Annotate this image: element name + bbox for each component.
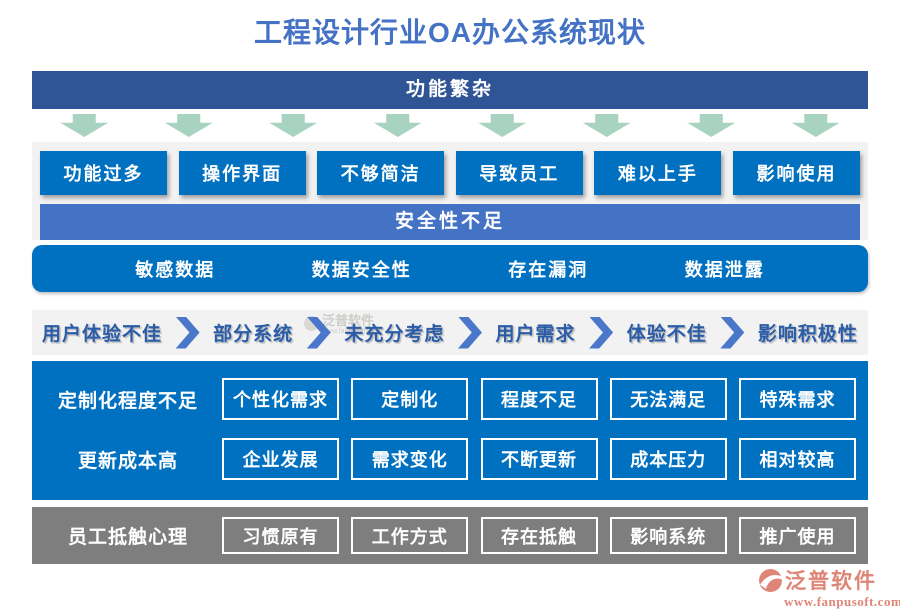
security-item: 敏感数据 [135,259,216,280]
flow-item: 影响积极性 [757,324,858,345]
row-label: 员工抵触心理 [67,527,188,548]
banner-function-complex: 功能繁杂 [32,71,868,109]
row-item: 程度不足 [480,378,598,420]
row-item: 定制化 [351,378,469,420]
flow-item: 用户需求 [495,324,576,345]
down-arrow-icon [687,114,736,137]
watermark-url: www.fanpusoft.com [322,328,383,335]
update-cost-row: 更新成本高 企业发展 需求变化 不断更新 成本压力 相对较高 [44,438,856,480]
resistance-block: 员工抵触心理 习惯原有 工作方式 存在抵触 影响系统 推广使用 [32,507,868,564]
row-item: 无法满足 [609,378,727,420]
function-item: 影响使用 [732,151,860,195]
chevron-right-icon [589,316,614,349]
row-label: 定制化程度不足 [57,390,198,412]
chevron-right-icon [175,316,200,349]
resistance-row: 员工抵触心理 习惯原有 工作方式 存在抵触 影响系统 推广使用 [44,517,856,554]
diagram-stack: 功能繁杂 功能过多 操作界面 不够简洁 导致员工 难以上手 影响使用 安全性不足… [32,71,868,564]
logo-url: www.fanpusoft.com [784,594,900,609]
row-item: 成本压力 [609,438,727,480]
watermark-text: 泛普软件 [322,313,375,328]
security-item: 数据泄露 [684,259,765,280]
row-item: 相对较高 [739,438,856,480]
row-item: 习惯原有 [222,517,339,554]
function-items-row: 功能过多 操作界面 不够简洁 导致员工 难以上手 影响使用 [40,151,860,195]
flow-item: 用户体验不佳 [42,324,163,345]
down-arrow-icon [269,114,318,137]
flow-item: 体验不佳 [626,324,707,345]
row-item: 推广使用 [739,517,856,554]
down-arrow-icon [164,114,213,137]
row-item: 企业发展 [222,438,339,480]
page-title: 工程设计行业OA办公系统现状 [253,17,646,48]
down-arrow-icon [582,114,631,137]
logo-text: 泛普软件 [785,570,877,593]
row-item: 影响系统 [609,517,727,554]
function-problems-section: 功能过多 操作界面 不够简洁 导致员工 难以上手 影响使用 安全性不足 [32,142,868,240]
arrow-row [32,109,868,142]
chevron-right-icon [720,316,745,349]
down-arrow-icon [478,114,527,137]
row-item: 需求变化 [351,438,469,480]
row-item: 不断更新 [480,438,598,480]
function-item: 难以上手 [594,151,722,195]
security-item: 数据安全性 [311,259,412,280]
flow-item: 未充分考虑 [344,324,445,345]
banner-security-insufficient: 安全性不足 [40,204,860,240]
chevron-right-icon [457,316,482,349]
flow-item: 部分系统 [213,324,294,345]
down-arrow-icon [791,114,840,137]
security-item: 存在漏洞 [508,259,589,280]
experience-flow-row: 泛普软件 www.fanpusoft.com 用户体验不佳 部分系统 未充分考虑… [32,310,868,355]
customization-row: 定制化程度不足 个性化需求 定制化 程度不足 无法满足 特殊需求 [44,378,856,420]
customization-update-block: 定制化程度不足 个性化需求 定制化 程度不足 无法满足 特殊需求 更新成本高 企… [32,361,868,500]
row-item: 工作方式 [351,517,469,554]
row-item: 个性化需求 [222,378,339,420]
security-items-bar: 敏感数据 数据安全性 存在漏洞 数据泄露 [32,245,868,292]
function-item: 导致员工 [455,151,583,195]
function-item: 功能过多 [40,151,167,195]
down-arrow-icon [373,114,422,137]
row-item: 存在抵触 [480,517,598,554]
function-item: 操作界面 [178,151,306,195]
fanpu-logo-icon [759,568,782,592]
fanpu-logo: 泛普软件 www.fanpusoft.com [758,565,900,610]
row-item: 特殊需求 [739,378,856,420]
down-arrow-icon [60,114,109,137]
function-item: 不够简洁 [317,151,445,195]
row-label: 更新成本高 [77,450,178,472]
